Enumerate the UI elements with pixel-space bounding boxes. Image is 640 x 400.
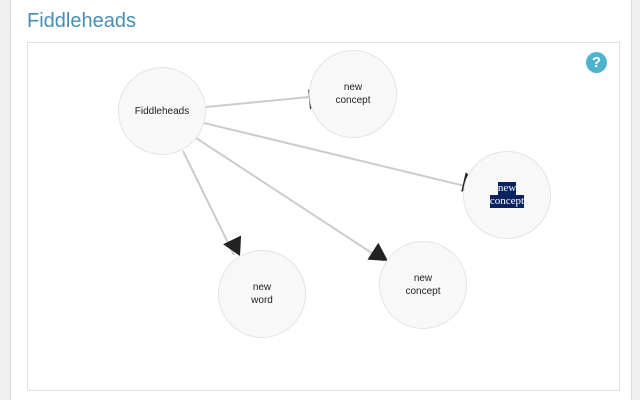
node-label: Fiddleheads [134, 105, 190, 117]
node-label: new [413, 273, 433, 284]
node-label: new [343, 82, 363, 93]
node-label: concept [489, 195, 525, 208]
arrowhead [223, 235, 242, 256]
help-icon[interactable]: ? [586, 52, 607, 73]
node-label: concept [405, 286, 441, 297]
node-label: new [497, 182, 517, 195]
node-new-concept[interactable]: new concept [379, 241, 467, 329]
node-label: new [252, 282, 272, 293]
arrowhead [367, 242, 388, 261]
node-new-concept[interactable]: new concept [309, 50, 397, 138]
node-label: concept [335, 95, 371, 106]
node-new-word[interactable]: new word [218, 250, 306, 338]
edge-root-c3[interactable] [195, 137, 385, 262]
node-fiddleheads[interactable]: Fiddleheads [118, 67, 206, 155]
edge-root-w1[interactable] [182, 150, 235, 256]
page-title: Fiddleheads [27, 10, 136, 32]
edge-root-c1[interactable] [205, 96, 310, 108]
edge-root-c2[interactable] [203, 122, 466, 187]
node-label: word [251, 295, 273, 306]
